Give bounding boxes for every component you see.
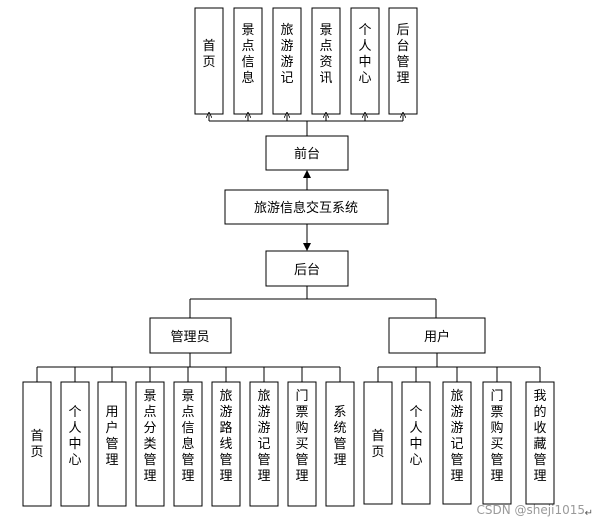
admin-module-5: 旅游路线管理: [211, 381, 241, 507]
back-node: 后台: [265, 250, 349, 287]
admin-module-7: 门票购买管理: [287, 381, 317, 507]
user-module-4: 我的收藏管理: [525, 381, 555, 505]
front-connectors: [209, 115, 403, 136]
user-module-label: 我的收藏管理: [533, 389, 546, 484]
user-node: 用户: [388, 317, 486, 354]
back-title: 后台: [294, 263, 320, 278]
front-module-5: 后台管理: [388, 7, 418, 115]
admin-module-label: 门票购买管理: [295, 389, 308, 484]
front-module-2: 旅游游记: [272, 7, 302, 115]
back-connectors: [189, 286, 437, 318]
front-module-4: 个人中心: [350, 7, 380, 115]
user-module-1: 个人中心: [401, 381, 431, 505]
front-module-label: 景点信息: [241, 23, 254, 86]
front-module-3: 景点资讯: [311, 7, 341, 115]
admin-node: 管理员: [149, 317, 232, 354]
user-module-2: 旅游游记管理: [442, 381, 472, 505]
admin-module-label: 旅游游记管理: [257, 389, 270, 484]
admin-module-6: 旅游游记管理: [249, 381, 279, 507]
user-module-label: 门票购买管理: [490, 389, 503, 484]
admin-connectors: [36, 353, 341, 382]
front-module-label: 景点资讯: [319, 23, 332, 86]
front-module-1: 景点信息: [233, 7, 263, 115]
admin-module-1: 个人中心: [60, 381, 90, 507]
front-module-label: 后台管理: [396, 23, 409, 86]
admin-module-label: 个人中心: [68, 405, 81, 468]
user-connectors: [377, 353, 541, 382]
admin-module-0: 首页: [22, 381, 52, 507]
admin-module-label: 用户管理: [105, 405, 118, 468]
admin-module-label: 旅游路线管理: [219, 389, 232, 484]
front-module-label: 旅游游记: [280, 23, 293, 86]
front-module-label: 个人中心: [358, 23, 371, 86]
front-module-0: 首页: [194, 7, 224, 115]
admin-title: 管理员: [170, 330, 209, 345]
admin-module-8: 系统管理: [325, 381, 355, 507]
user-title: 用户: [424, 329, 450, 345]
front-node: 前台: [265, 135, 349, 171]
admin-module-label: 景点分类管理: [143, 389, 156, 484]
admin-module-label: 系统管理: [333, 405, 346, 468]
admin-module-3: 景点分类管理: [135, 381, 165, 507]
user-module-0: 首页: [363, 381, 393, 505]
csdn-watermark: CSDN @sheji1015: [476, 503, 585, 517]
system-title: 旅游信息交互系统: [254, 200, 358, 216]
user-module-label: 个人中心: [409, 405, 422, 468]
admin-module-label: 首页: [30, 429, 43, 460]
front-module-label: 首页: [202, 39, 215, 70]
admin-module-2: 用户管理: [97, 381, 127, 507]
user-module-3: 门票购买管理: [482, 381, 512, 505]
admin-module-4: 景点信息管理: [173, 381, 203, 507]
admin-module-label: 景点信息管理: [181, 389, 194, 484]
user-modules: 首页 个人中心 旅游游记管理 门票购买管理 我的收藏管理: [363, 381, 555, 505]
user-module-label: 首页: [371, 429, 384, 460]
front-modules: 首页 景点信息 旅游游记 景点资讯 个人中心 后台管理: [194, 7, 418, 115]
system-node: 旅游信息交互系统: [224, 189, 389, 225]
admin-modules: 首页 个人中心 用户管理 景点分类管理 景点信息管理 旅游路线管理 旅游游记管理: [22, 381, 355, 507]
paragraph-mark-icon: ↵: [584, 508, 593, 519]
front-title: 前台: [294, 146, 320, 162]
user-module-label: 旅游游记管理: [450, 389, 463, 484]
